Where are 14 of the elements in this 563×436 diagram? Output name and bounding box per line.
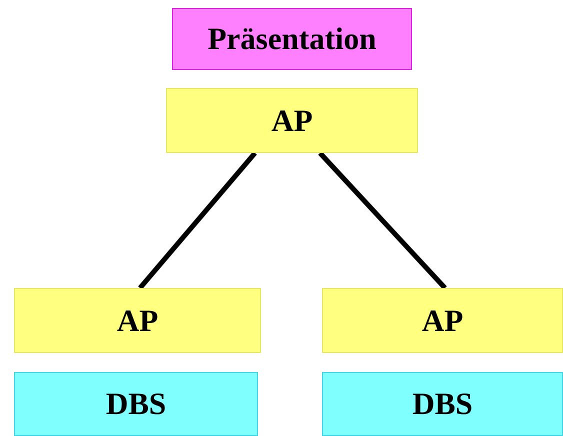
node-label: AP bbox=[271, 102, 313, 138]
node-label: Präsentation bbox=[208, 21, 376, 57]
database-box bbox=[322, 372, 563, 436]
database-box bbox=[14, 372, 258, 436]
node-label: AP bbox=[116, 302, 158, 338]
process-box bbox=[14, 288, 261, 353]
node-label: DBS bbox=[412, 386, 473, 422]
connector-line bbox=[318, 151, 447, 290]
process-box bbox=[322, 288, 563, 353]
process-box bbox=[166, 88, 418, 153]
presentation-box bbox=[172, 8, 412, 70]
connector-line bbox=[138, 151, 257, 290]
node-label: AP bbox=[422, 302, 464, 338]
node-label: DBS bbox=[106, 386, 166, 422]
